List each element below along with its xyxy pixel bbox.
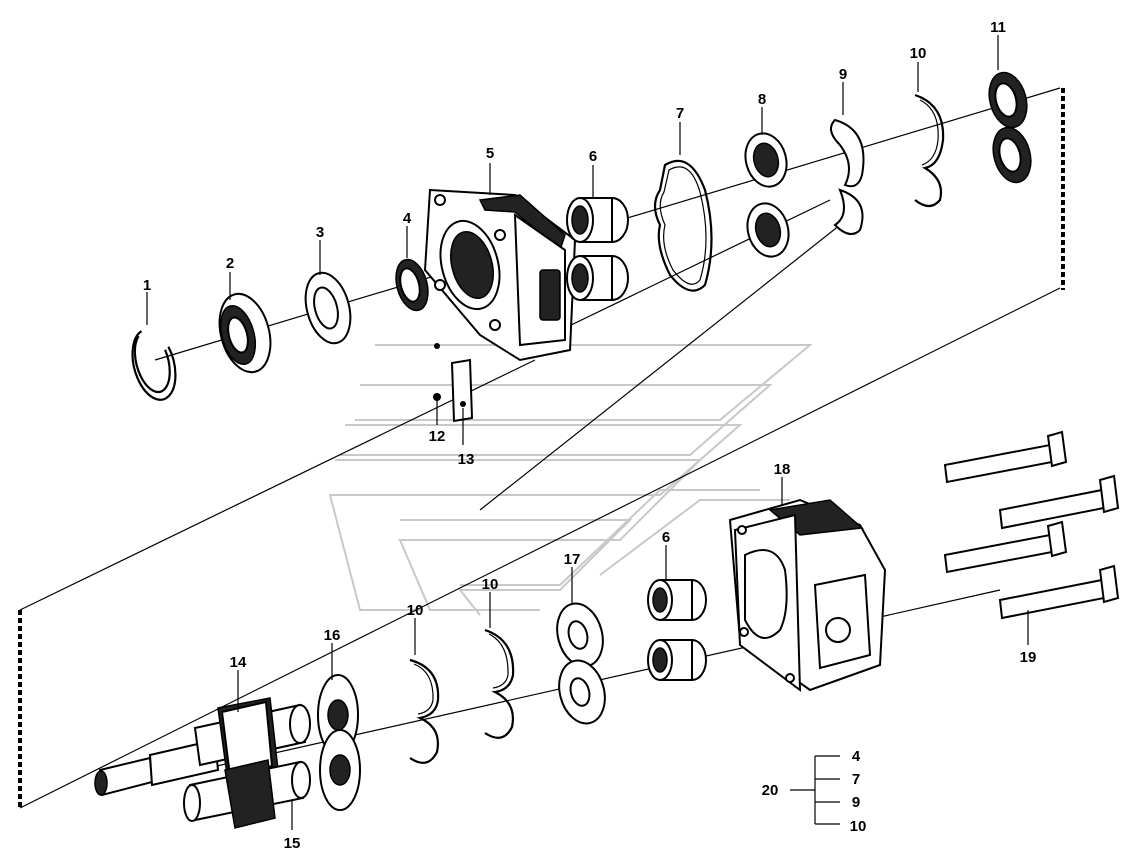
seal-part-11 (988, 71, 1032, 184)
callout-6-top: 6 (589, 148, 597, 165)
watermark-logo (328, 344, 813, 616)
callout-3: 3 (316, 224, 324, 241)
callout-6-bottom: 6 (662, 529, 670, 546)
seal-part-4 (395, 258, 429, 312)
kit-item-4: 4 (852, 748, 861, 765)
callout-9: 9 (839, 66, 847, 83)
needle-bearings-part-6-bottom (647, 579, 707, 681)
callout-4: 4 (403, 210, 412, 227)
callout-15: 15 (284, 835, 301, 852)
kit-item-7: 7 (852, 771, 860, 788)
washer-part-3 (304, 271, 352, 345)
callout-13: 13 (458, 451, 475, 468)
retaining-ring-part-10-bottom-a (409, 658, 440, 764)
kit-20-label: 20 (762, 782, 779, 799)
callout-10-bottom-b: 10 (482, 576, 499, 593)
callout-8: 8 (758, 91, 766, 108)
callout-2: 2 (226, 255, 234, 272)
kit-20-bracket: 20 4 7 9 10 (762, 748, 867, 835)
retaining-ring-part-10-top (914, 93, 945, 208)
callout-16: 16 (324, 627, 341, 644)
callout-leaders (146, 35, 1029, 830)
callout-5: 5 (486, 145, 494, 162)
seal-part-8 (744, 132, 790, 258)
rear-body-part-18 (728, 498, 887, 693)
callout-14: 14 (230, 654, 247, 671)
bolts-part-19 (943, 430, 1120, 620)
callout-17: 17 (564, 551, 581, 568)
kit-item-9: 9 (852, 794, 860, 811)
snap-ring-part-1 (131, 330, 177, 401)
assembly-axis-lines (18, 87, 1065, 809)
callout-12: 12 (429, 428, 446, 445)
callout-18: 18 (774, 461, 791, 478)
callout-10-bottom-a: 10 (407, 602, 424, 619)
backup-ring-part-9 (830, 118, 865, 235)
callout-19: 19 (1020, 649, 1037, 666)
pressure-plate-part-16 (317, 674, 361, 811)
nameplate-part-13 (450, 358, 474, 423)
body-seal-part-7 (653, 159, 713, 292)
kit-item-10: 10 (850, 818, 867, 835)
thrust-washer-part-17 (556, 602, 606, 725)
driven-gear-part-15 (183, 759, 311, 829)
bolt-2 (998, 474, 1120, 530)
callout-labels: 1 2 3 4 5 6 7 8 9 10 11 12 13 14 15 16 1… (143, 19, 1037, 852)
callout-7: 7 (676, 105, 684, 122)
bearing-part-2 (218, 292, 272, 374)
bolt-4 (998, 564, 1120, 620)
retaining-ring-part-10-bottom-b (484, 628, 515, 739)
bolt-3 (943, 520, 1068, 574)
bolt-1 (943, 430, 1068, 484)
callout-10-top: 10 (910, 45, 927, 62)
callout-1: 1 (143, 277, 151, 294)
needle-bearings-part-6-top (566, 197, 629, 301)
flange-housing-part-5 (423, 188, 577, 362)
screw-part-12 (433, 343, 441, 401)
callout-11: 11 (990, 19, 1006, 36)
